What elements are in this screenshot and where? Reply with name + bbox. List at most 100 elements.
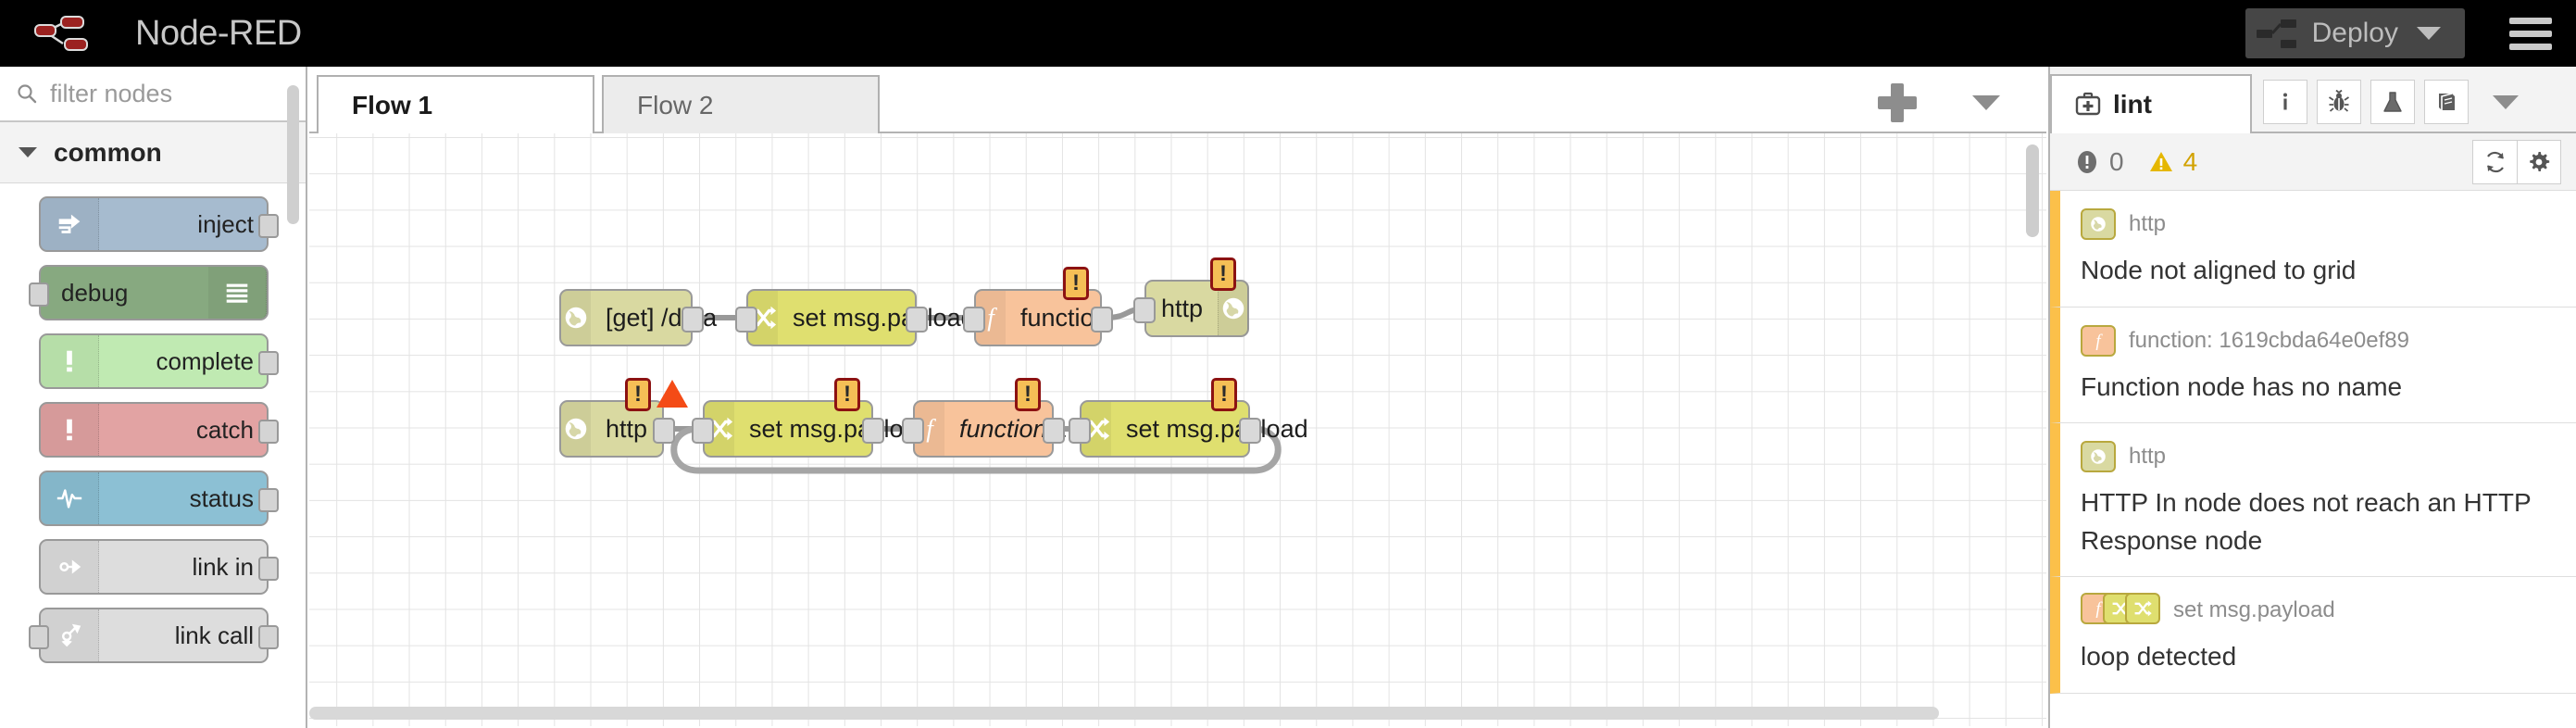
flow-node-n5[interactable]: http! bbox=[559, 378, 688, 458]
chevron-down-icon[interactable] bbox=[2493, 94, 2519, 109]
flow-node-port-out[interactable] bbox=[862, 418, 884, 444]
flow-node-port-in[interactable] bbox=[1069, 418, 1091, 444]
flask-icon[interactable] bbox=[2370, 80, 2415, 124]
node-error-badge[interactable]: ! bbox=[1063, 267, 1089, 300]
flow-node-port-out[interactable] bbox=[906, 307, 928, 333]
flow-node-icon bbox=[561, 402, 591, 456]
palette-node-port-out[interactable] bbox=[258, 214, 279, 238]
flow-node-n1[interactable]: [get] /data bbox=[559, 289, 717, 346]
refresh-icon[interactable] bbox=[2472, 139, 2517, 184]
flow-node-port-in[interactable] bbox=[1133, 297, 1156, 323]
palette-node-inject[interactable]: inject bbox=[39, 196, 279, 252]
palette-category-common[interactable]: common bbox=[0, 122, 306, 183]
svg-text:f: f bbox=[2095, 599, 2103, 619]
add-flow-button[interactable] bbox=[1878, 82, 1917, 122]
flow-node-port-out[interactable] bbox=[1091, 307, 1113, 333]
canvas-horizontal-scrollbar[interactable] bbox=[309, 707, 1939, 720]
flow-node-n4[interactable]: http! bbox=[1133, 257, 1249, 337]
palette-node-port-out[interactable] bbox=[258, 625, 279, 649]
flow-node-icon bbox=[561, 291, 591, 345]
node-error-badge[interactable]: ! bbox=[1210, 257, 1236, 291]
first-aid-kit-icon bbox=[2075, 92, 2101, 116]
flow-node-port-out[interactable] bbox=[653, 418, 675, 444]
deploy-button[interactable]: Deploy bbox=[2245, 8, 2465, 58]
lint-message: loop detected bbox=[2081, 642, 2237, 672]
flow-node-label: [get] /data bbox=[606, 303, 718, 332]
node-error-badge[interactable]: ! bbox=[834, 378, 860, 411]
flow-node-label: http bbox=[606, 414, 648, 443]
info-icon[interactable] bbox=[2263, 80, 2307, 124]
node-error-badge[interactable]: ! bbox=[625, 378, 651, 411]
flow-node-port-out[interactable] bbox=[1043, 418, 1065, 444]
palette-node-label: inject bbox=[197, 209, 254, 238]
palette-node-port-out[interactable] bbox=[258, 488, 279, 512]
book-icon[interactable] bbox=[2424, 80, 2469, 124]
palette-scrollbar[interactable] bbox=[287, 85, 299, 224]
lint-node-name: function: 1619cbda64e0ef89 bbox=[2129, 327, 2409, 353]
node-warning-badge[interactable] bbox=[657, 380, 688, 408]
palette-node-port-out[interactable] bbox=[258, 351, 279, 375]
palette-node-catch[interactable]: catch bbox=[39, 402, 279, 458]
app-title: Node-RED bbox=[135, 13, 302, 53]
chevron-down-icon[interactable] bbox=[2417, 27, 2441, 40]
palette-node-complete[interactable]: complete bbox=[39, 333, 279, 389]
flow-node-n8[interactable]: set msg.payload! bbox=[1069, 378, 1308, 458]
tab-flow-1-label: Flow 1 bbox=[352, 90, 433, 119]
flow-node-port-in[interactable] bbox=[963, 307, 985, 333]
search-input[interactable] bbox=[48, 78, 289, 109]
flow-node-port-in[interactable] bbox=[902, 418, 924, 444]
inject-arrow-icon bbox=[58, 214, 81, 233]
chevron-down-icon[interactable] bbox=[1972, 94, 2000, 110]
error-circle-icon bbox=[2078, 150, 2096, 173]
palette-node-port-out[interactable] bbox=[258, 420, 279, 444]
sidebar-tab-lint[interactable]: lint bbox=[2050, 74, 2252, 133]
flow-node-port-in[interactable] bbox=[692, 418, 714, 444]
right-sidebar: lint bbox=[2048, 67, 2576, 728]
palette-node-port-out[interactable] bbox=[258, 557, 279, 581]
flow-node-port-in[interactable] bbox=[735, 307, 757, 333]
node-error-badge[interactable]: ! bbox=[1211, 378, 1237, 411]
lint-item-header: f function: 1619cbda64e0ef89 bbox=[2081, 322, 2557, 359]
flow-node-port-out[interactable] bbox=[1239, 418, 1261, 444]
lint-counts-bar: 0 4 bbox=[2050, 133, 2576, 191]
flow-node-port-out[interactable] bbox=[682, 307, 704, 333]
bug-icon[interactable] bbox=[2317, 80, 2361, 124]
palette-node-link-call[interactable]: link call bbox=[29, 608, 279, 663]
palette-node-link-in[interactable]: link in bbox=[39, 539, 279, 595]
node-red-logo bbox=[34, 16, 88, 51]
palette-node-port-in[interactable] bbox=[29, 625, 49, 649]
canvas-vertical-scrollbar[interactable] bbox=[2026, 144, 2039, 237]
pulse-wave-icon bbox=[56, 489, 82, 508]
gear-icon[interactable] bbox=[2517, 139, 2561, 184]
palette-node-label: link in bbox=[192, 552, 254, 581]
fx-icon: f bbox=[2095, 599, 2103, 619]
palette-search[interactable] bbox=[0, 67, 306, 122]
globe-icon bbox=[2091, 449, 2106, 464]
workspace: Flow 1 Flow 2 [get] /data set msg.payload… bbox=[309, 67, 2046, 728]
debug-lines-icon bbox=[226, 283, 248, 303]
lint-node-chip: f bbox=[2081, 324, 2116, 357]
palette-node-debug[interactable]: debug bbox=[29, 265, 269, 320]
lint-node-name: http bbox=[2129, 211, 2167, 236]
flow-node-n2[interactable]: set msg.payload bbox=[735, 289, 975, 346]
svg-text:f: f bbox=[2095, 331, 2103, 350]
tab-flow-2[interactable]: Flow 2 bbox=[602, 75, 880, 133]
flow-node-n6[interactable]: set msg.payload! bbox=[692, 378, 932, 458]
flow-tabbar: Flow 1 Flow 2 bbox=[309, 67, 2046, 133]
node-error-badge[interactable]: ! bbox=[1015, 378, 1041, 411]
flow-node-icon bbox=[1218, 282, 1249, 335]
lint-node-chip-stack: f bbox=[2081, 593, 2160, 628]
flow-node-label: set msg.payload bbox=[749, 414, 932, 443]
palette-node-status[interactable]: status bbox=[39, 471, 279, 526]
hamburger-menu-icon[interactable] bbox=[2509, 11, 2552, 56]
tab-flow-1[interactable]: Flow 1 bbox=[317, 75, 594, 133]
palette-node-port-in[interactable] bbox=[29, 282, 49, 307]
palette-node-label: status bbox=[189, 483, 254, 512]
